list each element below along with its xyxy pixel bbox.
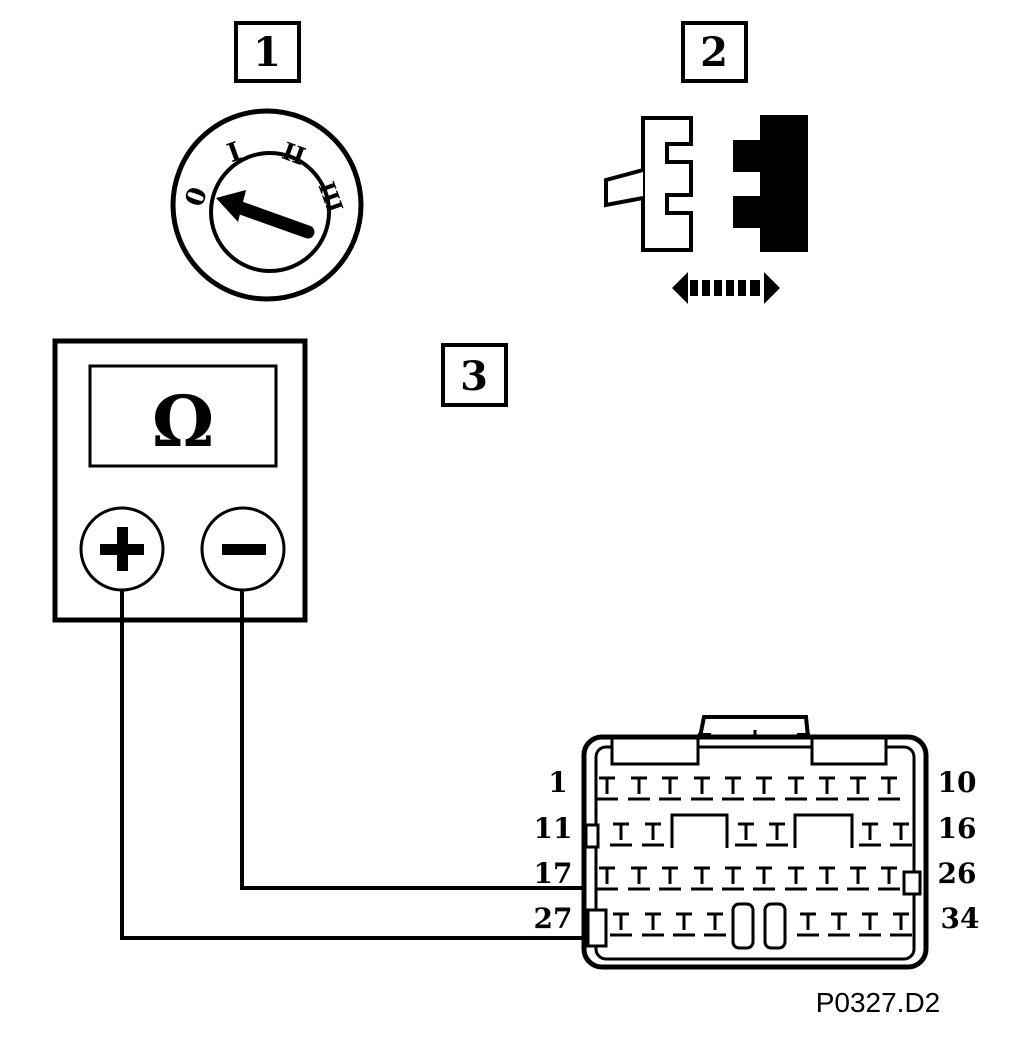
pin-label-11: 11 [534,812,573,845]
connector-pin [847,866,869,891]
test-leads [120,590,612,940]
positive-terminal [79,506,165,592]
connector-pin [659,776,681,801]
connector-pin [847,776,869,801]
connector-pins [596,776,912,937]
connector-pin [878,776,900,801]
connector-pin [816,776,838,801]
connector-pin [628,776,650,801]
connector-pin [642,912,664,937]
connector-pin [878,866,900,891]
step-2-number: 2 [700,29,728,76]
connector-pin [859,822,881,847]
double-arrow-icon [672,272,780,304]
connector-pin [859,912,881,937]
connector-pin [785,776,807,801]
connector-pin [691,776,713,801]
connector-pin [753,866,775,891]
connector-pin [704,912,726,937]
connector-pin [890,822,912,847]
pin-label-27: 27 [534,902,573,935]
connector-disconnect-icon [604,115,808,304]
connector-pin [735,822,757,847]
step-1-label: 1 [234,21,301,83]
step-3-label: 3 [441,343,508,407]
pin-label-17: 17 [534,857,573,890]
ignition-arrow-icon [216,190,315,239]
connector-pin [816,866,838,891]
connector-pin [753,776,775,801]
connector-pin [722,776,744,801]
connector-pin [628,866,650,891]
connector-pin [596,776,618,801]
ohm-symbol: Ω [152,380,214,463]
connector-pin [642,822,664,847]
pin-label-1: 1 [548,766,567,799]
step-1-number: 1 [253,29,281,76]
pin-label-26: 26 [938,857,977,890]
connector-pin [797,912,819,937]
connector-pin [828,912,850,937]
multimeter: Ω [52,338,308,623]
connector-pin [691,866,713,891]
connector-pin [673,912,695,937]
connector-pin [766,822,788,847]
connector-pin [596,866,618,891]
ignition-switch-icon: 0 I II III [170,108,364,302]
connector-pin [659,866,681,891]
step-2-label: 2 [681,21,748,83]
connector-pin [890,912,912,937]
ecu-connector: 1 10 11 16 17 26 27 34 [534,715,980,970]
connector-pin [610,912,632,937]
connector-pin [722,866,744,891]
negative-terminal [200,506,286,592]
pin-label-16: 16 [938,812,977,845]
step-3-number: 3 [460,353,488,400]
connector-pin [785,866,807,891]
figure-code: P0327.D2 [816,987,941,1018]
pin-label-10: 10 [938,766,977,799]
pin-label-34: 34 [941,902,980,935]
connector-pin [610,822,632,847]
